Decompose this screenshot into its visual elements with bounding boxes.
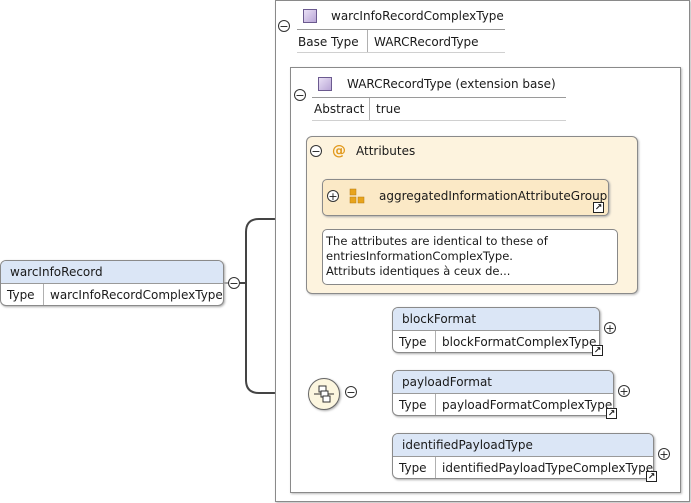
type-label: Type	[399, 461, 427, 475]
link-arrow-icon[interactable]: ↗	[592, 345, 603, 356]
attributes-title: Attributes	[356, 144, 416, 158]
element-identified-payload-type[interactable]: identifiedPayloadType Type identifiedPay…	[392, 433, 654, 479]
element-type-row: Type identifiedPayloadTypeComplexType	[393, 457, 654, 478]
divider	[369, 98, 370, 120]
attribute-at-icon: @	[332, 143, 346, 159]
attribute-group-name: aggregatedInformationAttributeGroup	[379, 189, 608, 203]
note-line: entriesInformationComplexType.	[326, 249, 513, 263]
minus-circle-icon[interactable]: −	[278, 19, 290, 33]
divider	[435, 331, 436, 352]
link-arrow-icon[interactable]: ↗	[593, 202, 604, 213]
divider	[297, 29, 505, 30]
abstract-label: Abstract	[314, 102, 365, 116]
base-type-value: WARCRecordType	[374, 35, 479, 49]
plus-circle-icon[interactable]: +	[658, 447, 670, 461]
type-value: warcInfoRecordComplexType	[50, 288, 223, 302]
root-element-type-row: Type warcInfoRecordComplexType	[1, 284, 223, 305]
element-name: identifiedPayloadType	[393, 434, 653, 457]
type-value: identifiedPayloadTypeComplexType	[442, 461, 654, 475]
divider	[367, 30, 368, 52]
element-block-format[interactable]: blockFormat Type blockFormatComplexType	[392, 307, 600, 353]
complex-type-name: warcInfoRecordComplexType	[331, 9, 504, 23]
divider	[297, 52, 505, 53]
documentation-note	[322, 229, 618, 285]
note-line: Attributs identiques à ceux de...	[326, 264, 511, 278]
minus-circle-icon[interactable]: −	[228, 276, 240, 290]
note-line: The attributes are identical to these of	[326, 234, 548, 248]
divider	[312, 120, 566, 121]
minus-circle-icon[interactable]: −	[310, 144, 322, 158]
attribute-group-icon	[349, 188, 365, 204]
element-payload-format[interactable]: payloadFormat Type payloadFormatComplexT…	[392, 370, 614, 416]
plus-circle-icon[interactable]: +	[327, 189, 339, 203]
minus-circle-icon[interactable]: −	[345, 385, 357, 399]
link-arrow-icon[interactable]: ↗	[646, 471, 657, 482]
abstract-value: true	[376, 102, 401, 116]
type-label: Type	[399, 335, 427, 349]
complex-type-icon	[318, 77, 332, 91]
link-arrow-icon[interactable]: ↗	[606, 408, 617, 419]
divider	[43, 284, 44, 305]
root-element-box[interactable]: warcInfoRecord Type warcInfoRecordComple…	[0, 260, 224, 306]
type-label: Type	[7, 288, 35, 302]
element-name: payloadFormat	[393, 371, 613, 394]
element-name: blockFormat	[393, 308, 599, 331]
type-value: payloadFormatComplexType	[442, 398, 613, 412]
divider	[312, 97, 566, 98]
type-value: blockFormatComplexType	[442, 335, 597, 349]
minus-circle-icon[interactable]: −	[294, 88, 306, 102]
type-label: Type	[399, 398, 427, 412]
plus-circle-icon[interactable]: +	[604, 321, 616, 335]
element-type-row: Type payloadFormatComplexType	[393, 394, 613, 415]
plus-circle-icon[interactable]: +	[618, 384, 630, 398]
sequence-compositor-icon	[314, 385, 334, 403]
extension-base-name: WARCRecordType (extension base)	[347, 77, 556, 91]
attribute-group-box[interactable]	[322, 179, 609, 216]
divider	[435, 394, 436, 415]
divider	[435, 457, 436, 478]
complex-type-icon	[303, 9, 317, 23]
root-element-name: warcInfoRecord	[1, 261, 223, 284]
element-type-row: Type blockFormatComplexType	[393, 331, 599, 352]
base-type-label: Base Type	[298, 35, 359, 49]
